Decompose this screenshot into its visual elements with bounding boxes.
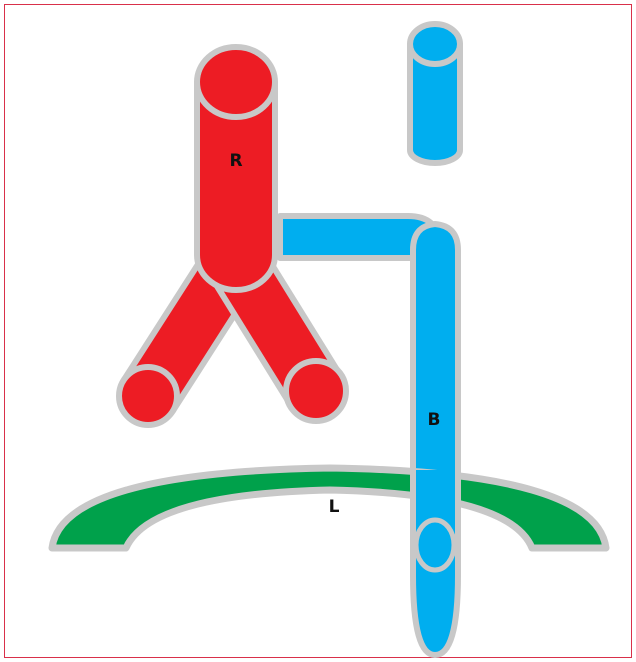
- frame-border: [4, 4, 632, 658]
- label-red: R: [229, 151, 242, 171]
- green-arc: [48, 464, 610, 552]
- blue-lower-tube: [410, 466, 461, 658]
- blue-vertical-tube: [410, 221, 461, 503]
- red-left-leg: [116, 247, 259, 428]
- label-green: L: [329, 497, 340, 517]
- blue-small-tube: [407, 21, 463, 166]
- label-blue: B: [428, 410, 441, 430]
- red-main-tube: [194, 44, 278, 293]
